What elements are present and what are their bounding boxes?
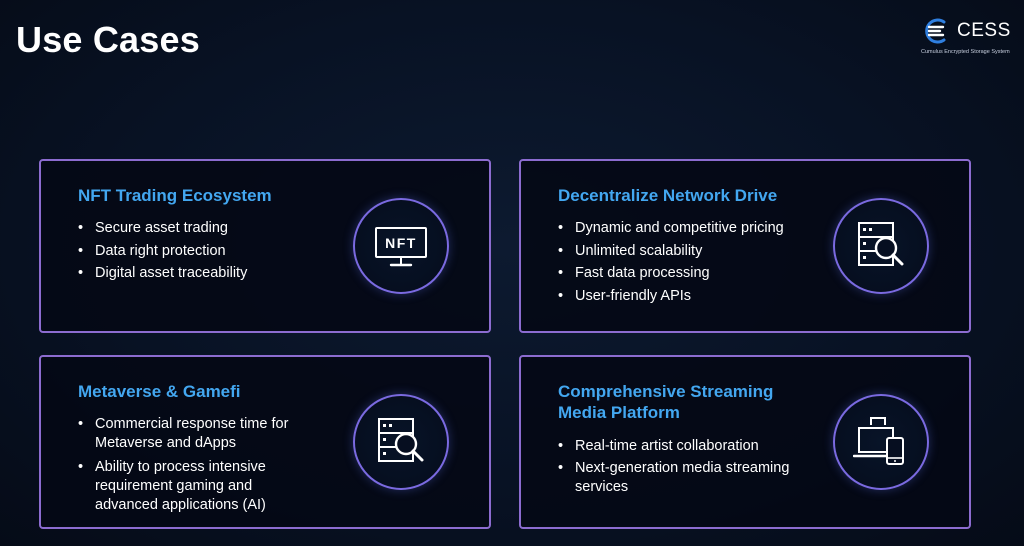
icon-badge [353, 394, 449, 490]
list-item: Secure asset trading [78, 219, 338, 238]
use-case-card-network-drive: Decentralize Network Drive Dynamic and c… [519, 159, 971, 333]
server-search-icon [378, 418, 424, 462]
use-case-card-metaverse-gamefi: Metaverse & Gamefi Commercial response t… [39, 355, 491, 529]
icon-badge: NFT [353, 198, 449, 294]
server-search-icon [858, 222, 904, 266]
list-item: Dynamic and competitive pricing [558, 219, 818, 238]
feature-list: Commercial response time for Metaverse a… [78, 415, 314, 516]
laptop-phone-icon [853, 417, 904, 465]
card-title: Comprehensive Streaming Media Platform [558, 382, 774, 422]
nft-monitor-icon: NFT [375, 227, 427, 267]
page-title: Use Cases [16, 19, 200, 60]
icon-badge [833, 394, 929, 490]
card-title: NFT Trading Ecosystem [78, 186, 272, 205]
cess-logo-icon [925, 18, 946, 44]
list-item: Ability to process intensive requirement… [78, 458, 314, 515]
list-item: Commercial response time for Metaverse a… [78, 415, 314, 453]
list-item: Unlimited scalability [558, 242, 818, 261]
use-case-card-nft-trading: NFT Trading Ecosystem Secure asset tradi… [39, 159, 491, 333]
list-item: Fast data processing [558, 264, 818, 283]
feature-list: Real-time artist collaboration Next-gene… [558, 437, 794, 498]
feature-list: Dynamic and competitive pricing Unlimite… [558, 219, 818, 309]
nft-icon-label: NFT [385, 235, 417, 251]
list-item: User-friendly APIs [558, 287, 818, 306]
use-case-card-streaming-media: Comprehensive Streaming Media Platform R… [519, 355, 971, 529]
list-item: Real-time artist collaboration [558, 437, 794, 456]
list-item: Digital asset traceability [78, 264, 338, 283]
card-title: Decentralize Network Drive [558, 186, 778, 205]
logo-name: CESS [957, 20, 1011, 41]
icon-badge [833, 198, 929, 294]
card-title: Metaverse & Gamefi [78, 382, 241, 401]
cess-logo: CESS Cumulus Encrypted Storage System [917, 14, 1017, 58]
logo-tagline: Cumulus Encrypted Storage System [921, 49, 1010, 55]
list-item: Data right protection [78, 242, 338, 261]
feature-list: Secure asset trading Data right protecti… [78, 219, 338, 287]
list-item: Next-generation media streaming services [558, 459, 794, 497]
